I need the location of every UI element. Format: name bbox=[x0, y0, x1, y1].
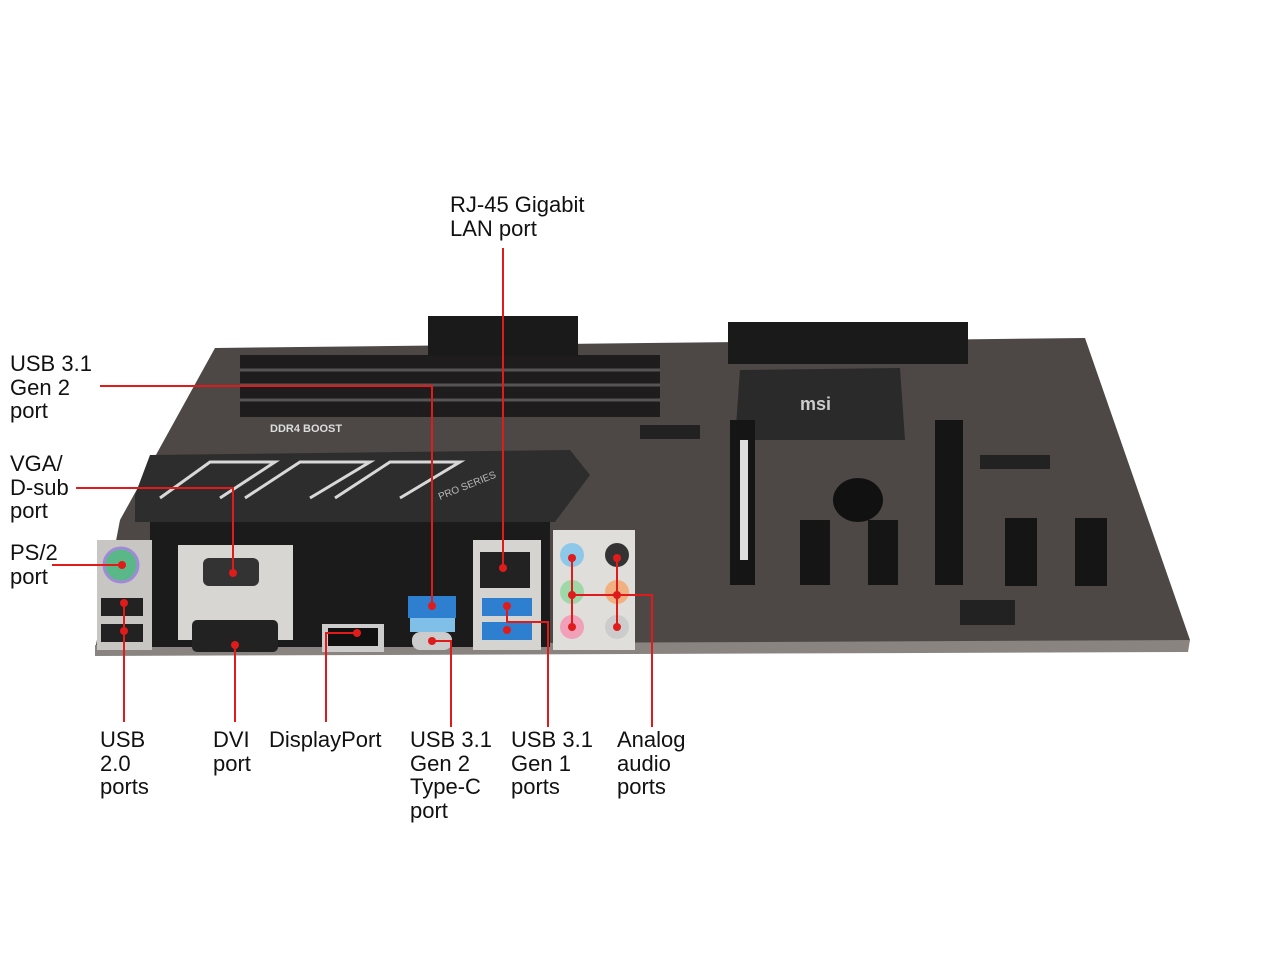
callout-usb31-gen2 bbox=[100, 385, 433, 606]
callout-usb31-gen1 bbox=[506, 606, 549, 727]
label-dvi-port: DVI port bbox=[213, 727, 251, 776]
label-usb20-ports: USB 2.0 ports bbox=[100, 727, 149, 799]
callout-audio bbox=[572, 594, 653, 727]
callout-typec bbox=[432, 640, 452, 727]
label-usb31-gen2-port: USB 3.1 Gen 2 port bbox=[10, 351, 92, 423]
displayport-opening bbox=[328, 628, 378, 646]
chip bbox=[960, 600, 1015, 625]
vrm-connectors bbox=[728, 322, 968, 364]
heatsink-pattern bbox=[159, 460, 466, 500]
io-heatsink-cover bbox=[135, 450, 590, 522]
label-displayport: DisplayPort bbox=[269, 727, 382, 752]
label-usb31-gen1-ports: USB 3.1 Gen 1 ports bbox=[511, 727, 593, 799]
label-rj45-lan-port: RJ-45 Gigabit LAN port bbox=[450, 192, 585, 241]
callout-vga bbox=[76, 487, 234, 573]
dvi-connector bbox=[192, 620, 278, 652]
m2-slot-2 bbox=[640, 425, 700, 439]
usb-housing bbox=[410, 618, 455, 632]
callout-dots bbox=[118, 554, 621, 649]
pcie-slots bbox=[730, 420, 1107, 586]
cmos-battery bbox=[833, 478, 883, 522]
msi-logo: msi bbox=[800, 394, 831, 414]
label-analog-audio-ports: Analog audio ports bbox=[617, 727, 686, 799]
chipset-heatsink bbox=[735, 368, 905, 440]
label-vga-port: VGA/ D-sub port bbox=[10, 451, 69, 523]
label-ps2-port: PS/2 port bbox=[10, 540, 58, 589]
m2-slot bbox=[980, 455, 1050, 469]
ddr4-boost-marking: DDR4 BOOST bbox=[270, 423, 342, 435]
callout-lines bbox=[52, 248, 653, 727]
label-usb31-gen2-typec-port: USB 3.1 Gen 2 Type-C port bbox=[410, 727, 492, 823]
usb2-port-top bbox=[101, 598, 143, 616]
callout-displayport bbox=[325, 632, 357, 722]
